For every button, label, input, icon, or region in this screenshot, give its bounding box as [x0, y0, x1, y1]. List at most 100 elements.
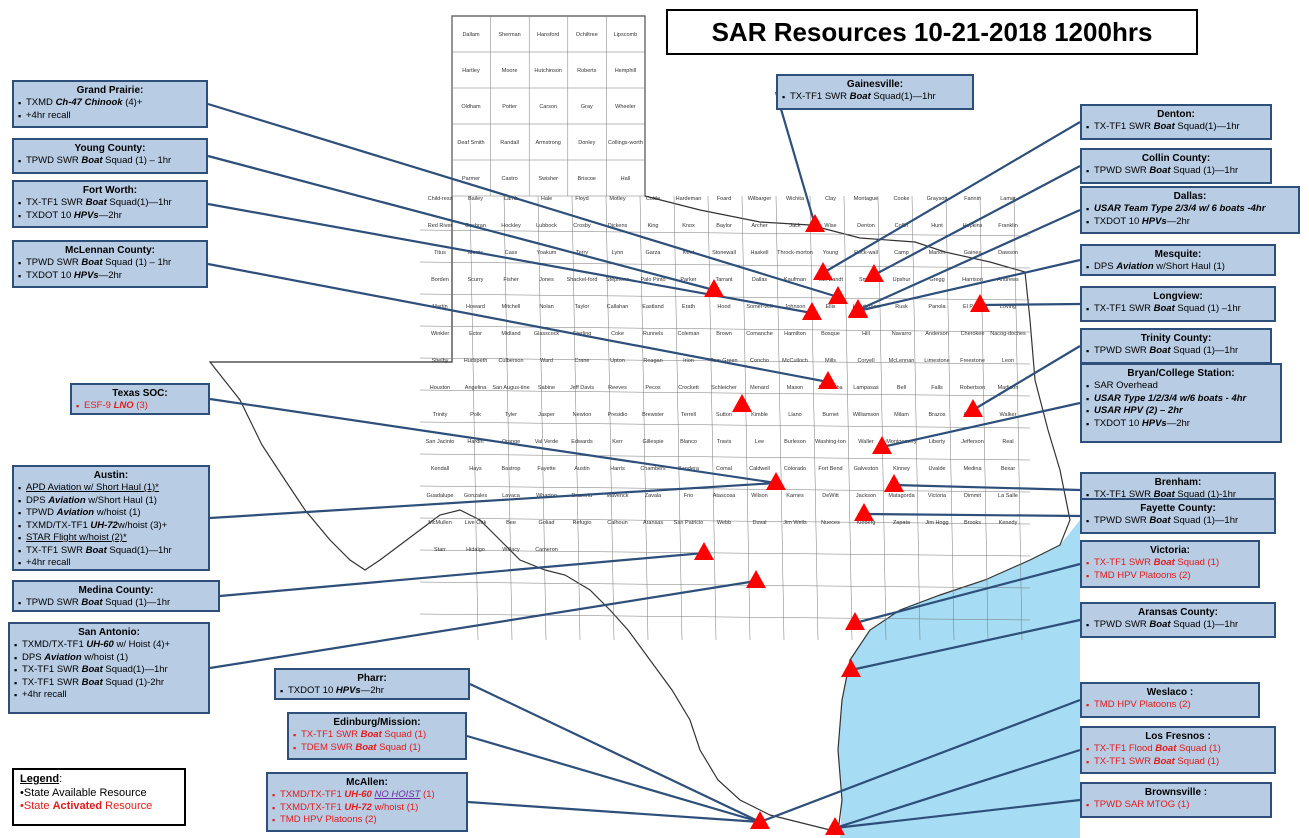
resource-box-heading: Victoria:: [1150, 545, 1190, 556]
county-label: Bailey: [468, 196, 483, 202]
county-label: Hale: [541, 196, 552, 202]
resource-marker: [818, 371, 838, 389]
county-label: DeWitt: [822, 493, 839, 499]
county-label: Terrell: [681, 412, 696, 418]
county-label: Uvalde: [928, 466, 945, 472]
county-label: Randall: [500, 140, 519, 146]
county-label: Coleman: [677, 331, 699, 337]
county-label: Medina: [963, 466, 982, 472]
county-label: Collings-worth: [608, 140, 643, 146]
county-label: Culberson: [498, 358, 523, 364]
county-label: Armstrong: [536, 140, 561, 146]
gulf-of-mexico: [838, 520, 1080, 838]
county-label: Cameron: [535, 547, 558, 553]
county-label: Throck-morton: [777, 250, 813, 256]
county-label: Karnes: [786, 493, 804, 499]
resource-item: DPS Aviation w/Short Haul (1): [1086, 261, 1270, 274]
resource-box-medina: Medina County:TPWD SWR Boat Squad (1)—1h…: [12, 580, 220, 612]
leader-line-texas-soc: [209, 397, 777, 485]
county-label: Jim Hogg: [925, 520, 948, 526]
resource-item: TXMD/TX-TF1 UH-60 w/ Hoist (4)+: [14, 639, 204, 652]
resource-box-grand-prairie: Grand Prairie:TXMD Ch-47 Chinook (4)++4h…: [12, 80, 208, 128]
resource-item: TMD HPV Platoons (2): [1086, 570, 1254, 583]
county-label: Andrews: [997, 277, 1019, 283]
county-label: Lipscomb: [614, 32, 638, 38]
county-label: Haskell: [750, 250, 768, 256]
county-label: Shelby: [432, 358, 449, 364]
county-label: Motley: [609, 196, 625, 202]
county-label: Coryell: [857, 358, 874, 364]
county-label: Austin: [574, 466, 589, 472]
resource-item: TX-TF1 SWR Boat Squad (1): [1086, 557, 1254, 570]
county-label: Trinity: [433, 412, 448, 418]
resource-box-heading: Weslaco :: [1146, 687, 1194, 698]
county-label: Dallas: [752, 277, 768, 283]
county-label: Reagan: [643, 358, 662, 364]
county-label: Knox: [682, 223, 695, 229]
resource-item: DPS Aviation w/hoist (1): [14, 652, 204, 665]
county-label: Real: [1002, 439, 1013, 445]
county-label: Ochiltree: [576, 32, 598, 38]
resource-marker: [963, 399, 983, 417]
resource-box-aransas: Aransas County:TPWD SWR Boat Squad (1)—1…: [1080, 602, 1276, 638]
county-label: Denton: [857, 223, 875, 229]
resource-box-mesquite: Mesquite:DPS Aviation w/Short Haul (1): [1080, 244, 1276, 276]
county-label: Falls: [931, 385, 943, 391]
county-label: Wheeler: [615, 104, 636, 110]
county-label: Cottle: [646, 196, 660, 202]
resource-marker: [845, 612, 865, 630]
county-label: Matagorda: [888, 493, 915, 499]
county-label: Kent: [683, 250, 695, 256]
county-label: Hudspeth: [464, 358, 488, 364]
resource-box-victoria: Victoria:TX-TF1 SWR Boat Squad (1)TMD HP…: [1080, 540, 1260, 588]
resource-box-mclennan: McLennan County:TPWD SWR Boat Squad (1) …: [12, 240, 208, 288]
resource-box-heading: Young County:: [74, 143, 146, 154]
leader-line-bryan: [881, 401, 1081, 449]
resource-box-collin: Collin County:TPWD SWR Boat Squad (1)—1h…: [1080, 148, 1272, 184]
leader-lines: [207, 91, 1081, 830]
county-label: Presidio: [608, 412, 628, 418]
leader-line-austin: [209, 481, 777, 520]
county-label: Comal: [716, 466, 732, 472]
county-label: Hemphill: [615, 68, 636, 74]
resource-marker: [848, 300, 868, 318]
resource-marker: [750, 811, 770, 829]
county-label: Tom Green: [710, 358, 737, 364]
resource-marker: [828, 286, 848, 304]
resource-box-weslaco: Weslaco :TMD HPV Platoons (2): [1080, 682, 1260, 718]
county-label: La Salle: [998, 493, 1018, 499]
resource-box-heading: Dallas:: [1173, 191, 1207, 202]
county-label: Callahan: [607, 304, 629, 310]
resource-item: TPWD SWR Boat Squad (1)—1hr: [1086, 619, 1270, 632]
county-label: Wilbarger: [748, 196, 772, 202]
county-label: Upshur: [893, 277, 911, 283]
county-label: Floyd: [575, 196, 588, 202]
leader-line-trinity: [972, 345, 1081, 411]
resource-item: STAR Flight w/hoist (2)*: [18, 532, 204, 545]
resource-item: APD Aviation w/ Short Haul (1)*: [18, 482, 204, 495]
county-label: San Jacinto: [426, 439, 455, 445]
county-label: Jack: [789, 223, 801, 229]
county-label: Jeff Davis: [570, 385, 594, 391]
county-label: Nueces: [821, 520, 840, 526]
county-label: Gaines: [964, 250, 982, 256]
county-label: Borden: [431, 277, 449, 283]
county-label: Wichita: [786, 196, 805, 202]
leader-line-brenham: [893, 483, 1081, 492]
resource-item: TX-TF1 SWR Boat Squad(1)—1hr: [18, 545, 204, 558]
leader-line-mesquite: [857, 258, 1081, 313]
resource-item: TX-TF1 Flood Boat Squad (1): [1086, 743, 1270, 756]
resource-item: TXMD/TX-TF1 UH-72 w/hoist (1): [272, 802, 462, 815]
county-label: Anderson: [925, 331, 949, 337]
county-label: Dallam: [462, 32, 480, 38]
county-label: Bell: [897, 385, 906, 391]
county-label: Clay: [825, 196, 836, 202]
county-label: Bastrop: [502, 466, 521, 472]
county-lines: [419, 15, 1031, 641]
county-label: Briscoe: [578, 176, 596, 182]
county-label: Comanche: [746, 331, 773, 337]
county-label: Willacy: [502, 547, 520, 553]
resource-box-heading: McLennan County:: [65, 245, 155, 256]
county-label: Concho: [750, 358, 769, 364]
county-label: Kenedy: [999, 520, 1018, 526]
